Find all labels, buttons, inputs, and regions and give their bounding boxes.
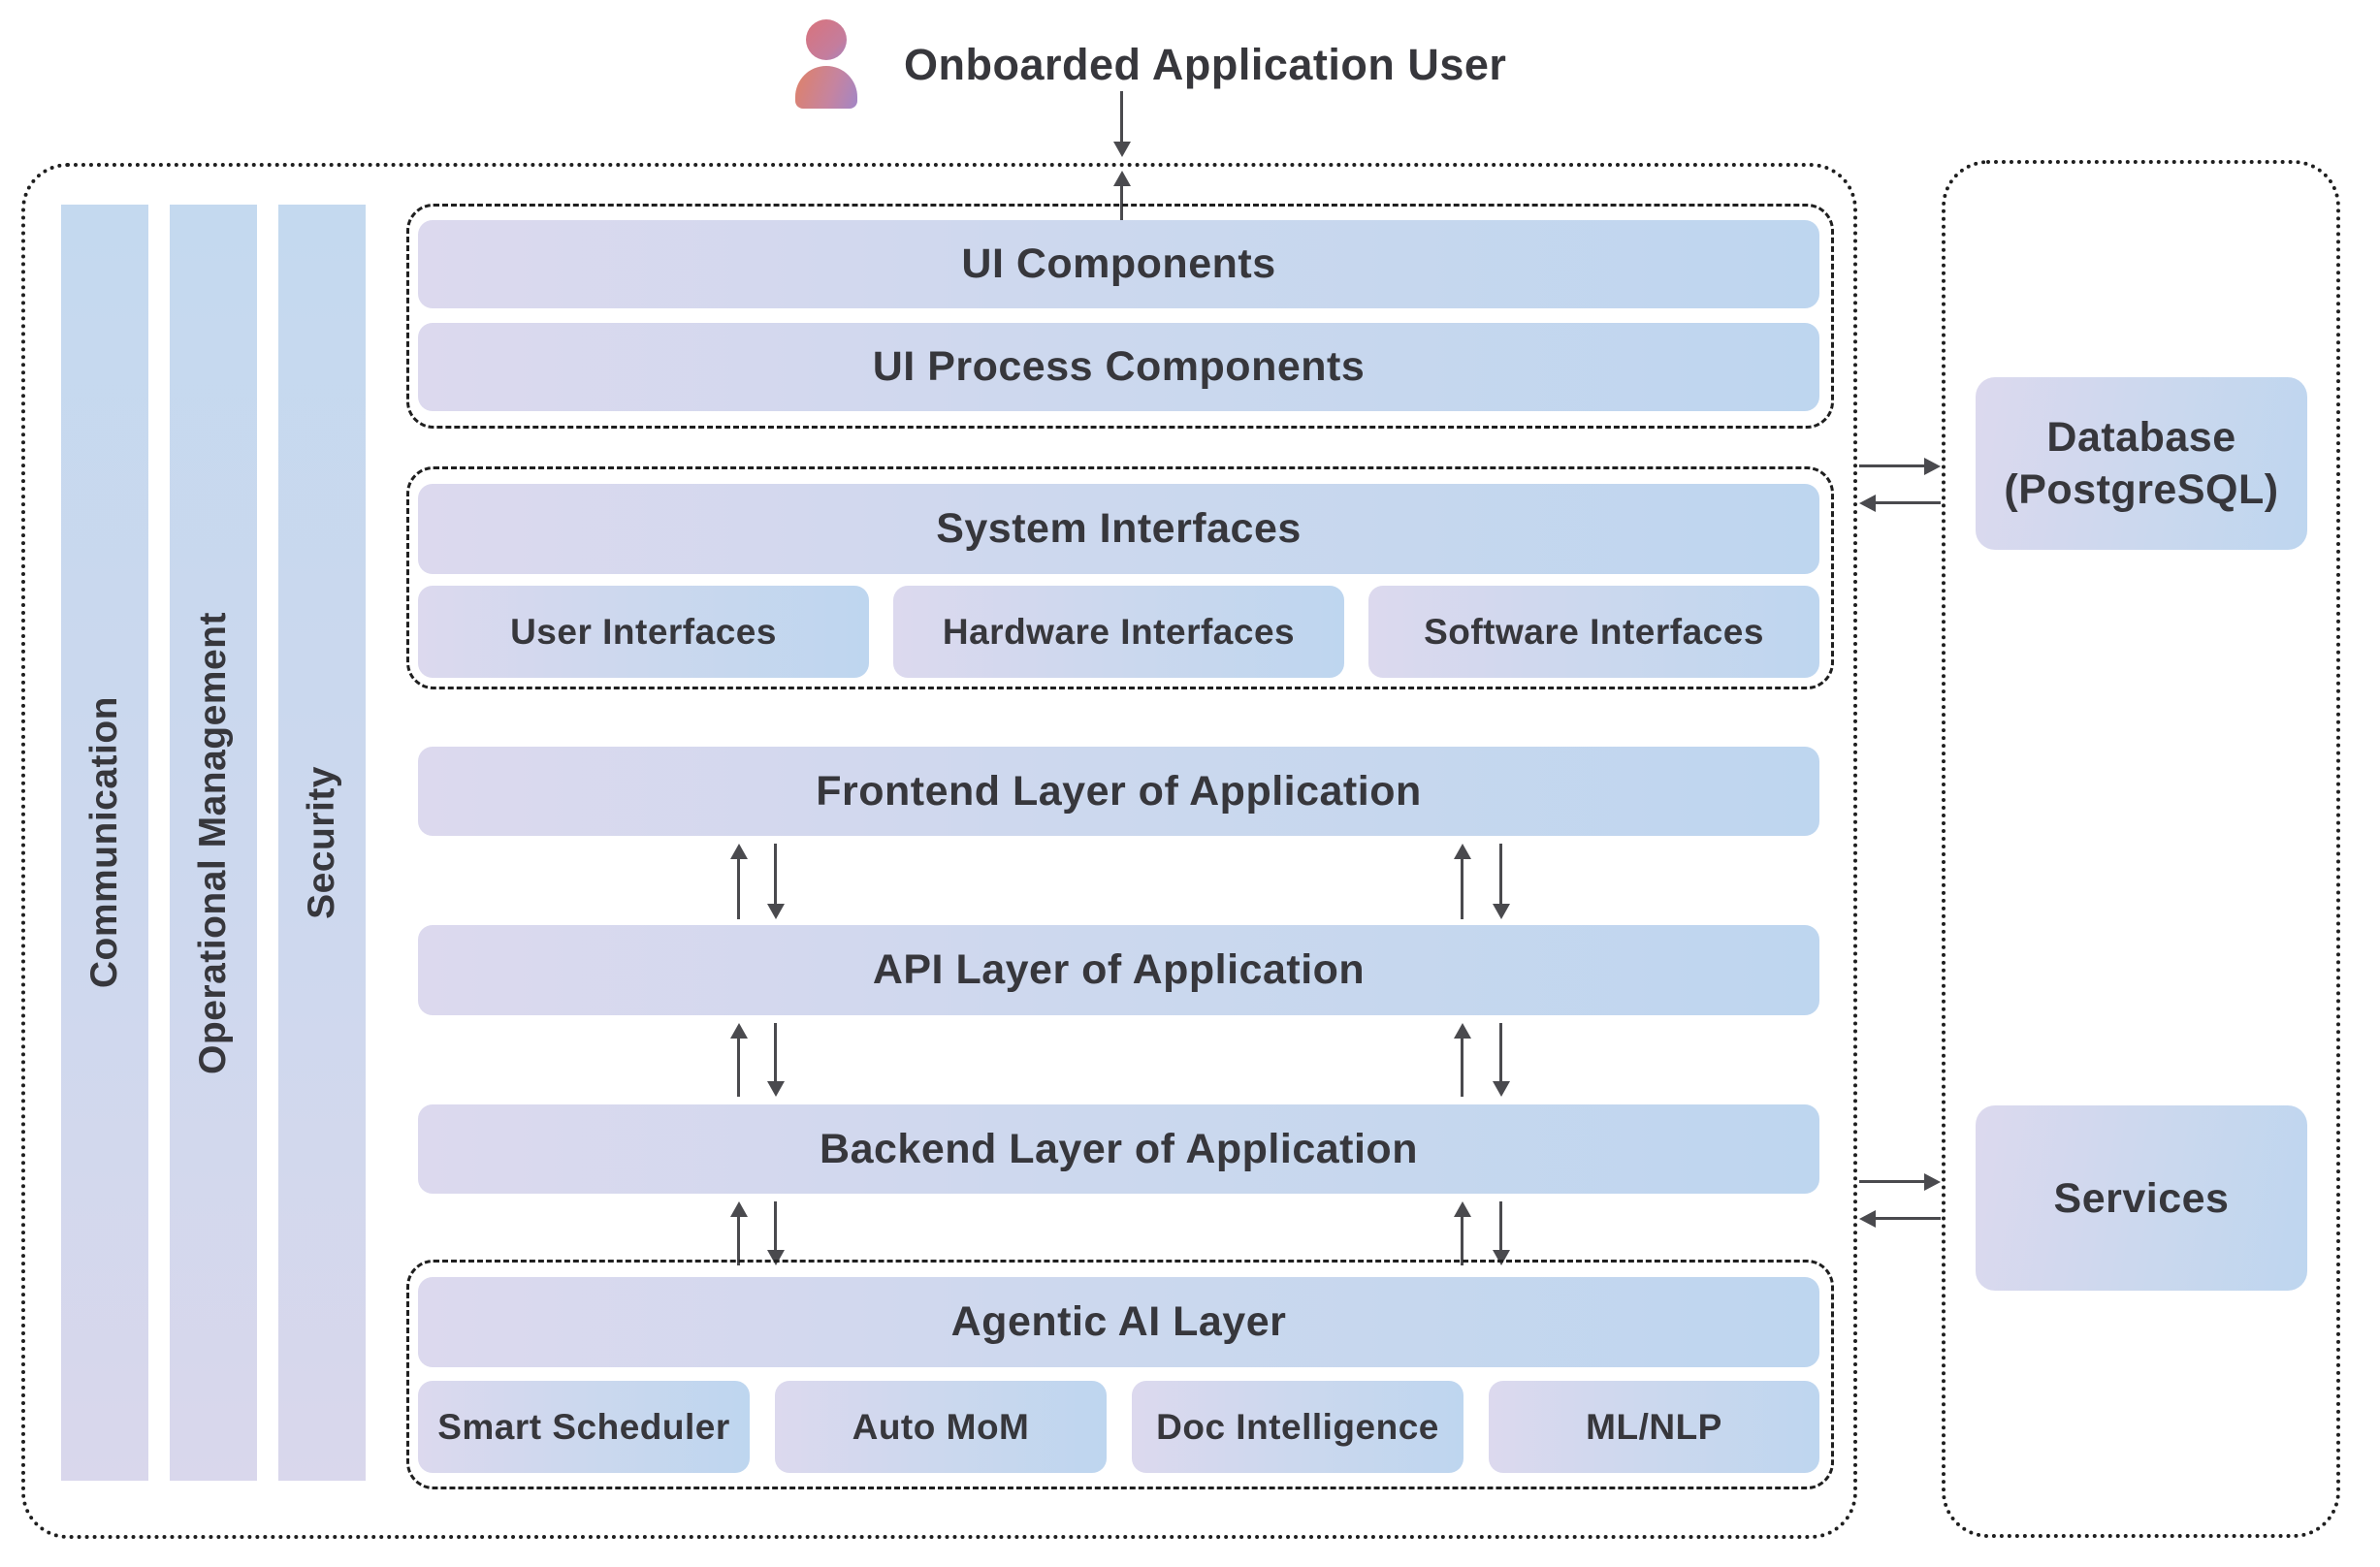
database-label-line2: (PostgreSQL) [2004,466,2279,513]
pillar-security-label: Security [301,766,342,919]
system-interfaces-bar: System Interfaces [418,484,1819,574]
api-to-backend-arrow-down-icon [1493,1023,1510,1097]
smart-scheduler-bar: Smart Scheduler [418,1381,750,1473]
pillar-security: Security [278,205,366,1481]
user-label: Onboarded Application User [904,40,1507,89]
ui-components-bar: UI Components [418,220,1819,308]
user-interfaces-bar: User Interfaces [418,586,869,678]
pillar-operational-management-label: Operational Management [192,611,234,1074]
app-to-services-arrow-right-icon [1859,1173,1941,1191]
agentic-to-backend-arrow-up-icon [1454,1201,1471,1265]
backend-to-api-arrow-up-icon [730,1023,748,1097]
application-container [21,163,1857,1539]
database-box: Database (PostgreSQL) [1976,377,2307,550]
backend-to-agentic-arrow-down-icon [767,1201,785,1265]
pillar-operational-management: Operational Management [170,205,257,1481]
frontend-layer-bar: Frontend Layer of Application [418,747,1819,836]
system-interfaces-group [406,466,1834,689]
api-to-backend-arrow-down-icon [767,1023,785,1097]
database-label-line1: Database [2046,414,2236,461]
software-interfaces-bar: Software Interfaces [1368,586,1819,678]
backend-to-agentic-arrow-down-icon [1493,1201,1510,1265]
ml-nlp-bar: ML/NLP [1489,1381,1819,1473]
external-systems-container [1942,160,2340,1538]
ui-components-group [406,204,1834,429]
ui-process-components-bar: UI Process Components [418,323,1819,411]
auto-mom-bar: Auto MoM [775,1381,1107,1473]
agentic-ai-layer-bar: Agentic AI Layer [418,1277,1819,1367]
api-to-frontend-arrow-up-icon [1454,844,1471,919]
doc-intelligence-bar: Doc Intelligence [1132,1381,1463,1473]
services-to-app-arrow-left-icon [1859,1210,1941,1228]
backend-layer-bar: Backend Layer of Application [418,1104,1819,1194]
services-box: Services [1976,1105,2307,1291]
backend-to-api-arrow-up-icon [1454,1023,1471,1097]
user-icon [795,19,857,109]
user-to-app-arrow-down-icon [1113,91,1131,157]
database-to-app-arrow-left-icon [1859,495,1941,512]
app-to-database-arrow-right-icon [1859,458,1941,475]
hardware-interfaces-bar: Hardware Interfaces [893,586,1344,678]
user-icon-body [795,66,857,109]
pillar-communication: Communication [61,205,148,1481]
services-label: Services [2053,1174,2230,1222]
api-layer-bar: API Layer of Application [418,925,1819,1015]
api-to-frontend-arrow-up-icon [730,844,748,919]
pillar-communication-label: Communication [83,696,125,989]
app-to-user-arrow-up-icon [1113,171,1131,221]
frontend-to-api-arrow-down-icon [1493,844,1510,919]
frontend-to-api-arrow-down-icon [767,844,785,919]
agentic-ai-group [406,1260,1834,1489]
user-icon-head [806,19,847,60]
agentic-to-backend-arrow-up-icon [730,1201,748,1265]
